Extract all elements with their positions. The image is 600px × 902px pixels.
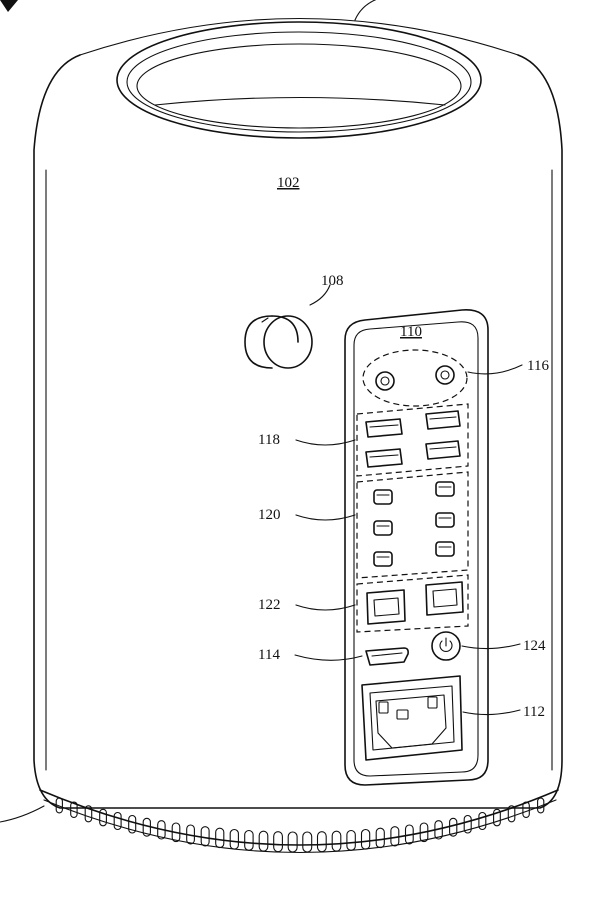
label-thunderbolt-group: 120 [258,507,281,523]
side-button [244,284,331,369]
thunderbolt-port [435,481,455,497]
thunderbolt-port-group [295,471,469,579]
vent-slot [390,826,400,847]
io-panel [344,309,489,786]
usb-port [425,440,461,460]
ac-power-inlet [361,675,521,761]
thunderbolt-port [373,489,393,505]
label-button: 108 [321,273,344,289]
label-ac-inlet: 112 [523,704,545,720]
vent-slot [463,814,472,834]
vent-slot [449,817,458,837]
label-housing: 102 [277,175,300,191]
hdmi-port [294,647,409,666]
vent-slot [346,829,356,851]
power-button [431,631,521,661]
usb-port [365,448,403,468]
audio-jack-group [362,349,523,407]
vent-slot [360,828,371,850]
vent-slot [419,822,429,843]
vent-slot [70,801,78,818]
vent-slot [375,827,385,849]
thunderbolt-port [435,541,455,557]
vent-slot [258,830,269,852]
vent-slot [142,817,151,837]
usb-port-group [295,403,469,477]
vent-slot [478,811,487,831]
label-usb-group: 118 [258,432,280,448]
audio-jack-right [435,365,455,385]
label-indicator: 114 [258,647,280,663]
usb-port [365,418,403,438]
top-opening [116,0,482,139]
vent-slot [404,824,414,845]
bottom-vents [55,797,545,853]
vent-slot [331,830,342,852]
vent-slot [287,831,298,853]
housing-body [33,17,563,854]
vent-slot [200,826,210,847]
vent-slot [55,797,63,814]
thunderbolt-port [435,512,455,528]
thunderbolt-port [373,551,393,567]
ethernet-port [425,581,464,616]
vent-slot [316,831,327,853]
label-panel: 110 [400,324,422,340]
vent-slot [434,820,443,840]
vent-slot [493,808,501,827]
label-audio-group: 116 [527,358,549,374]
vent-slot [302,831,313,853]
vent-slot [522,801,530,818]
corner-arrow-fragment [0,0,18,12]
vent-slot [84,805,93,823]
ethernet-port-group [295,574,469,633]
usb-port [425,410,461,430]
vent-slot [186,824,195,845]
bottom-leader [0,805,45,823]
vent-slot [273,831,283,853]
vent-slot [229,828,239,850]
label-ethernet-group: 122 [258,597,281,613]
audio-jack-left [375,371,395,391]
vent-slot [113,811,122,831]
ethernet-port [366,589,406,625]
vent-slot [244,829,254,851]
vent-slot [537,797,545,814]
vent-slot [128,814,137,834]
vent-slot [157,820,166,840]
vent-slot [507,805,516,823]
label-power-button: 124 [523,638,546,654]
thunderbolt-port [373,520,393,536]
vent-slot [99,808,107,827]
vent-slot [171,822,181,843]
vent-slot [215,827,225,849]
